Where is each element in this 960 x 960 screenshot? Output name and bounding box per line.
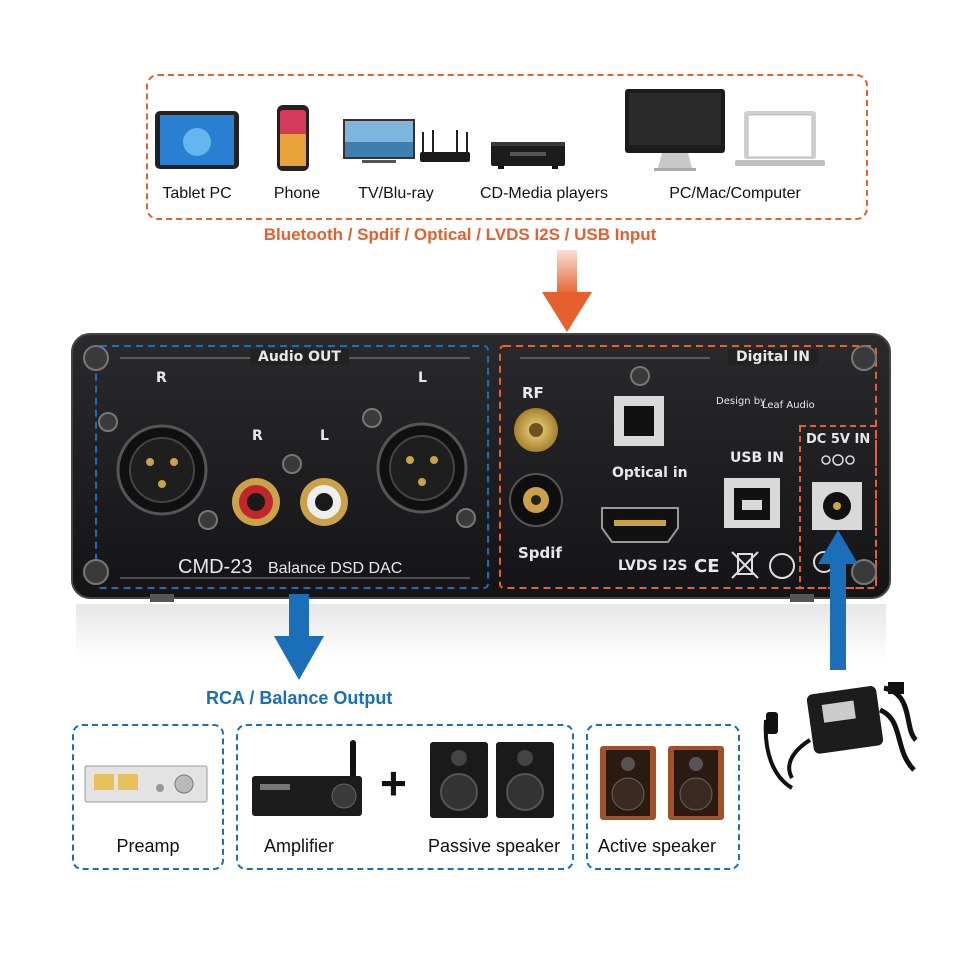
brand-label: Leaf Audio — [762, 400, 815, 411]
preamp-box — [72, 724, 224, 870]
ce-mark: CE — [694, 556, 720, 577]
lvds-label: LVDS I2S — [618, 558, 688, 574]
source-label-cd: CD-Media players — [479, 185, 609, 202]
tablet-icon — [155, 111, 239, 169]
design-by-label: Design by — [716, 396, 766, 407]
power-arrow-icon — [818, 530, 858, 670]
xlr-right-label: R — [156, 370, 167, 386]
preamp-icon — [84, 765, 208, 803]
tv-icon — [343, 119, 415, 163]
dc-label: DC 5V IN — [806, 432, 871, 447]
preamp-label: Preamp — [116, 836, 180, 856]
active-speaker-label: Active speaker — [598, 836, 717, 856]
source-label-pc: PC/Mac/Computer — [669, 185, 801, 202]
source-label-tablet: Tablet PC — [162, 185, 232, 202]
rf-label: RF — [522, 384, 544, 402]
model-subtitle: Balance DSD DAC — [268, 560, 403, 577]
active-speaker-icon — [600, 746, 724, 820]
monitor-icon — [625, 89, 725, 171]
power-adapter-icon — [763, 682, 918, 790]
input-caption: Bluetooth / Spdif / Optical / LVDS I2S /… — [263, 225, 657, 244]
input-sources-box — [146, 74, 868, 220]
input-arrow-icon — [542, 250, 592, 332]
active-speaker-box — [586, 724, 740, 870]
source-label-tv: TV/Blu-ray — [358, 185, 434, 202]
router-icon — [420, 130, 470, 162]
phone-icon — [277, 105, 309, 171]
panel-reflection — [76, 604, 886, 660]
passive-speaker-icon — [430, 742, 554, 818]
rca-left-label: L — [320, 428, 329, 444]
model-label: CMD-23 — [178, 556, 253, 578]
optical-label: Optical in — [612, 465, 688, 481]
laptop-icon — [735, 111, 825, 166]
source-label-phone: Phone — [273, 185, 321, 202]
amp-speaker-box — [236, 724, 574, 870]
usb-label: USB IN — [730, 450, 784, 466]
passive-speaker-label: Passive speaker — [428, 836, 561, 856]
plus-sign: + — [380, 757, 407, 809]
amplifier-label: Amplifier — [264, 836, 335, 856]
audio-out-label: Audio OUT — [250, 349, 349, 365]
rca-right-label: R — [252, 428, 263, 444]
output-arrow-icon — [274, 594, 324, 680]
digital-in-label: Digital IN — [728, 349, 818, 365]
xlr-left-label: L — [418, 370, 427, 386]
output-caption: RCA / Balance Output — [206, 688, 393, 708]
spdif-label: Spdif — [518, 544, 562, 562]
amplifier-icon — [252, 740, 362, 816]
cd-player-icon — [491, 142, 565, 169]
dac-rear-panel — [71, 333, 891, 602]
